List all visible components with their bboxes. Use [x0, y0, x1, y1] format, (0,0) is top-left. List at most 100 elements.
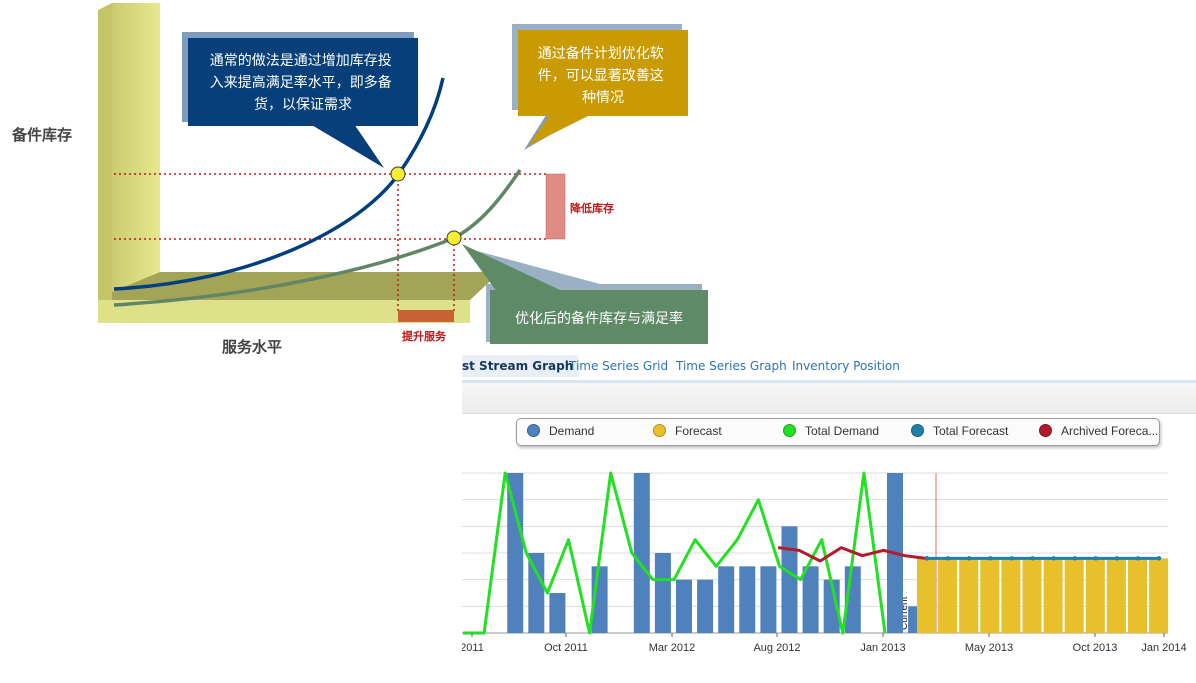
demand-bar	[718, 566, 735, 633]
archived-forecast-line	[777, 546, 928, 563]
demand-bar	[760, 566, 777, 633]
demand-bar	[697, 579, 714, 633]
total-forecast-point	[1030, 556, 1035, 561]
axis-wall	[112, 3, 160, 292]
axis-floor-front	[98, 300, 470, 323]
legend-dot-icon	[911, 424, 924, 437]
legend-dot-icon	[783, 424, 796, 437]
x-tick-label: Oct 2011	[544, 642, 588, 654]
y-axis-label: 备件库存	[11, 126, 72, 144]
demand-bar	[528, 553, 545, 633]
tab-underline	[462, 380, 1196, 383]
legend-item-total-forecast[interactable]: Total Forecast	[911, 424, 1008, 438]
forecast-bar	[1085, 558, 1105, 633]
total-forecast-point	[1051, 556, 1056, 561]
forecast-bar	[980, 558, 1000, 633]
demand-bar	[549, 593, 566, 633]
forecast-bar	[959, 558, 979, 633]
callout-blue-line-1: 通常的做法是通过增加库存投	[210, 53, 392, 69]
forecast-bars	[917, 558, 1169, 633]
axis-wall-side	[98, 3, 112, 322]
demand-bar	[739, 566, 756, 633]
demand-bar	[633, 473, 650, 633]
improve-service-label: 提升服务	[402, 329, 447, 343]
demand-bar	[676, 579, 692, 633]
total-forecast-point	[1135, 556, 1141, 561]
x-tick-label: May 2013	[965, 642, 1013, 654]
total-demand-line	[463, 471, 887, 635]
x-axis-label: 服务水平	[222, 338, 282, 356]
optimized-curve	[113, 169, 522, 307]
optimized-point	[446, 230, 462, 246]
reduce-inventory-label: 降低库存	[570, 201, 614, 215]
total-forecast-point	[945, 556, 951, 561]
legend-dot-icon	[653, 424, 666, 437]
demand-bar	[781, 526, 798, 633]
tab-inventory-position[interactable]: Inventory Position	[792, 359, 900, 373]
callout-gold-line-3: 种情况	[582, 90, 624, 106]
x-tick-label: Jan 2014	[1141, 642, 1186, 654]
demand-bars	[507, 473, 925, 633]
total-forecast-point	[924, 556, 930, 561]
demand-bar	[802, 566, 819, 633]
callout-optimized-result: 优化后的备件库存与满足率	[462, 244, 708, 344]
total-forecast-point	[967, 556, 972, 561]
forecast-bar	[1064, 558, 1084, 633]
reduce-inventory-bar	[545, 173, 566, 240]
callout-green-text: 优化后的备件库存与满足率	[515, 310, 683, 327]
legend-item-forecast[interactable]: Forecast	[653, 424, 722, 438]
forecast-bar	[1001, 558, 1021, 633]
legend-item-total-demand[interactable]: Total Demand	[783, 424, 879, 438]
total-forecast-point	[1114, 556, 1120, 561]
demand-bar	[654, 553, 671, 633]
x-axis-ticks: 2011 Oct 2011 Mar 2012 Aug 2012 Jan 2013 May …	[462, 633, 1187, 654]
x-tick-label: 2011	[462, 642, 484, 654]
total-forecast-point	[1072, 556, 1077, 561]
demand-bar	[823, 579, 840, 633]
legend-item-archived-forecast[interactable]: Archived Foreca...	[1039, 424, 1158, 438]
callout-optimized-software: 通过备件计划优化软 件，可以显著改善这 种情况	[512, 24, 688, 150]
callout-gold-line-1: 通过备件计划优化软	[538, 45, 664, 62]
total-forecast-point	[1093, 556, 1098, 561]
forecast-bar	[1043, 558, 1063, 633]
x-tick-label: Oct 2013	[1073, 642, 1118, 654]
forecast-bar	[1149, 558, 1169, 633]
legend-label: Demand	[549, 424, 595, 438]
forecast-bar	[1128, 558, 1147, 633]
demand-forecast-chart: Current 2011 Oct 2011 Mar 2012 Aug 2012 Jan …	[462, 471, 1187, 654]
legend-label: Total Demand	[805, 424, 880, 438]
legend-label: Forecast	[675, 424, 722, 438]
callout-blue-line-3: 货，以保证需求	[254, 96, 352, 113]
total-forecast-point	[988, 556, 993, 561]
chart-lines	[463, 471, 1162, 635]
chart-toolbar	[462, 383, 1196, 414]
legend-item-demand[interactable]: Demand	[527, 424, 594, 438]
view-tabs: st Stream Graph Time Series Grid Time Se…	[462, 354, 1196, 380]
total-forecast-point	[1156, 556, 1162, 561]
legend-label: Total Forecast	[933, 424, 1009, 438]
callout-gold-line-2: 件，可以显著改善这	[538, 67, 664, 84]
demand-bar	[507, 473, 524, 633]
x-tick-label: Mar 2012	[649, 642, 695, 654]
forecast-bar	[1106, 558, 1126, 633]
improve-service-bar	[398, 310, 454, 322]
svg-text:通常的做法是通过增加库存投 入来提高满足率水平，: 通常的做法是通过增加库存投 入来提高满足率水平，即多备 货，以保证需求	[210, 53, 396, 113]
x-tick-label: Aug 2012	[753, 642, 800, 654]
conventional-point	[390, 166, 406, 182]
tab-time-series-grid[interactable]: Time Series Grid	[569, 359, 669, 373]
chart-legend: Demand Forecast Total Demand Total Forec…	[516, 418, 1160, 446]
forecast-bar	[917, 558, 936, 633]
current-label: Current	[899, 596, 910, 630]
legend-dot-icon	[527, 424, 540, 437]
tab-time-series-graph[interactable]: Time Series Graph	[676, 359, 787, 373]
legend-label: Archived Foreca...	[1061, 424, 1159, 438]
tab-stream-graph[interactable]: st Stream Graph	[462, 355, 580, 377]
inventory-service-diagram: 备件库存 服务水平 降低库存 提升服务 通常的做法是通过增加库存投 入来提高满足…	[11, 3, 708, 356]
conventional-curve	[113, 77, 445, 291]
callout-blue-line-2: 入来提高满足率水平，即多备	[210, 74, 392, 91]
callout-conventional: 通常的做法是通过增加库存投 入来提高满足率水平，即多备 货，以保证需求	[182, 32, 418, 168]
x-tick-label: Jan 2013	[860, 642, 905, 654]
axis-floor	[112, 272, 500, 300]
svg-text:通过备件计划优化软 件，可以显著改善这: 通过备件计划优化软 件，可以显著改善这 种情况	[538, 45, 668, 106]
legend-dot-icon	[1039, 424, 1052, 437]
